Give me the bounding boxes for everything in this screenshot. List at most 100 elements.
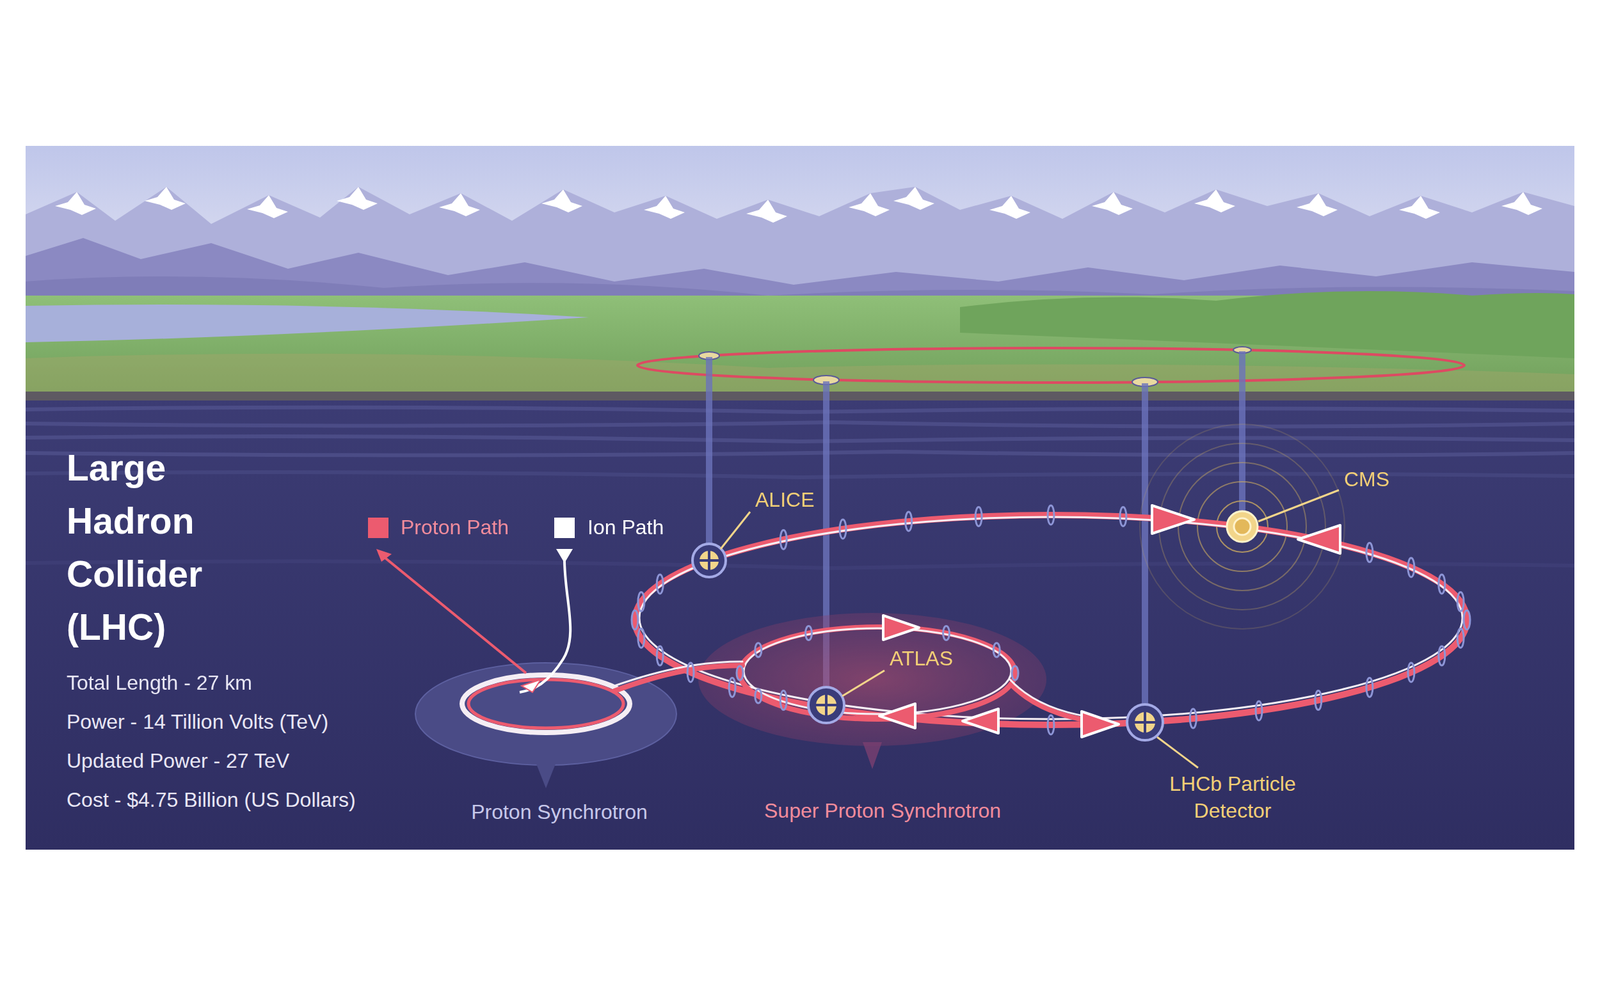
- beam-arrows: [883, 615, 920, 640]
- magnet-ring: [728, 677, 736, 697]
- transfer-lines: [1009, 679, 1088, 717]
- surface-sites: [698, 346, 1252, 387]
- legend-swatch: [368, 517, 389, 539]
- magnet-ring: [1463, 610, 1471, 630]
- legend-pointers: [556, 549, 573, 564]
- magnet-ring: [1457, 629, 1464, 649]
- callout-pointer: [536, 764, 556, 789]
- detector-symbol: [1127, 704, 1163, 741]
- detector-symbol: [1127, 704, 1163, 741]
- snow-cap: [1091, 192, 1133, 216]
- surface-ring: [637, 348, 1465, 383]
- sps-ring: [739, 627, 1016, 720]
- ps-ring: [462, 675, 630, 733]
- magnet-ring: [1457, 592, 1464, 612]
- magnet-ring: [1366, 677, 1373, 697]
- shafts: [1239, 351, 1246, 516]
- beam-arrows: [962, 709, 999, 734]
- magnet-ring: [656, 646, 664, 666]
- strata: [25, 472, 1575, 478]
- ps-ring-proton: [468, 679, 624, 729]
- magnet-ring: [638, 592, 645, 612]
- lhc-ring: [634, 515, 1467, 726]
- shafts: [705, 357, 713, 550]
- farmland: [25, 353, 1575, 399]
- spec-text: Cost - $4.75 Billion (US Dollars): [66, 787, 356, 813]
- legend-text: Proton Path: [400, 515, 509, 540]
- magnet-ring: [1189, 709, 1197, 729]
- snow-cap: [746, 199, 788, 223]
- snow-cap: [989, 195, 1031, 219]
- cms-rings: [1139, 424, 1345, 630]
- spec-text: Total Length - 27 km: [66, 670, 253, 696]
- cms-rings: [1159, 443, 1326, 610]
- strata: [25, 422, 1575, 427]
- magnet-ring: [1047, 505, 1055, 525]
- magnet-ring: [1408, 663, 1415, 683]
- legend-pointers: [521, 679, 541, 693]
- transfer-lines: [614, 661, 743, 687]
- snow-cap: [247, 195, 288, 219]
- legend-pointers: [376, 549, 392, 562]
- legend-text: Ion Path: [587, 515, 664, 540]
- magnet-ring: [755, 643, 762, 658]
- beam-arrows: [879, 704, 916, 729]
- detector-label: ATLAS: [889, 646, 953, 671]
- strata: [25, 436, 1575, 442]
- soil: [25, 391, 1575, 401]
- leader-lines: [1258, 490, 1339, 522]
- magnet-ring: [1047, 715, 1055, 735]
- legend-swatch: [554, 517, 575, 539]
- snow-cap: [893, 186, 935, 210]
- magnet-ring: [839, 519, 847, 539]
- strata: [25, 451, 1575, 456]
- legend-pointers: [378, 552, 527, 674]
- detector-symbol: [1226, 511, 1258, 543]
- snow-caps: [55, 186, 1543, 223]
- detector-symbol: [1233, 518, 1251, 536]
- snow-cap: [1296, 193, 1338, 217]
- detector-label: LHCb Particle Detector: [1136, 771, 1329, 825]
- snow-cap: [1194, 189, 1236, 213]
- legend-pointers: [376, 549, 573, 693]
- ring-label: Proton Synchrotron: [471, 800, 648, 825]
- leader-lines: [1157, 737, 1199, 768]
- magnet-ring: [780, 529, 787, 550]
- snow-cap: [541, 189, 583, 213]
- shafts: [1141, 383, 1149, 709]
- magnet-ring: [943, 626, 950, 641]
- magnet-ring: [1438, 646, 1446, 666]
- snow-cap: [1399, 195, 1440, 219]
- magnet-ring: [805, 626, 813, 641]
- magnet-ring: [905, 512, 912, 532]
- lhc-ring-ion: [639, 517, 1463, 720]
- snow-cap: [1501, 192, 1543, 216]
- spec-text: Updated Power - 27 TeV: [66, 748, 290, 774]
- magnet-ring: [1408, 558, 1415, 578]
- magnet-ring: [687, 663, 694, 683]
- magnet-ring: [975, 507, 982, 527]
- detector-symbol: [699, 551, 719, 571]
- title: Large Hadron Collider (LHC): [66, 441, 272, 655]
- detector-symbol: [816, 695, 837, 716]
- sps-ring-ion: [743, 628, 1012, 715]
- lake: [25, 304, 589, 343]
- strata: [25, 407, 1575, 413]
- snow-cap: [848, 193, 890, 217]
- snow-cap: [55, 192, 96, 216]
- detector-symbol: [816, 695, 837, 716]
- detector-symbol: [1134, 712, 1156, 733]
- sps-area: [698, 613, 1047, 747]
- snow-cap: [336, 186, 378, 210]
- magnet-ring: [1366, 543, 1373, 563]
- transfer-lines: [614, 665, 743, 692]
- transfer-lines: [614, 661, 1088, 721]
- magnet-ring: [1315, 691, 1322, 711]
- snow-cap: [439, 193, 480, 217]
- detector-symbol: [699, 551, 719, 571]
- magnet-ring: [736, 666, 744, 681]
- detector-symbol: [808, 687, 845, 724]
- detector-label: ALICE: [755, 487, 815, 512]
- underground: [25, 145, 1575, 850]
